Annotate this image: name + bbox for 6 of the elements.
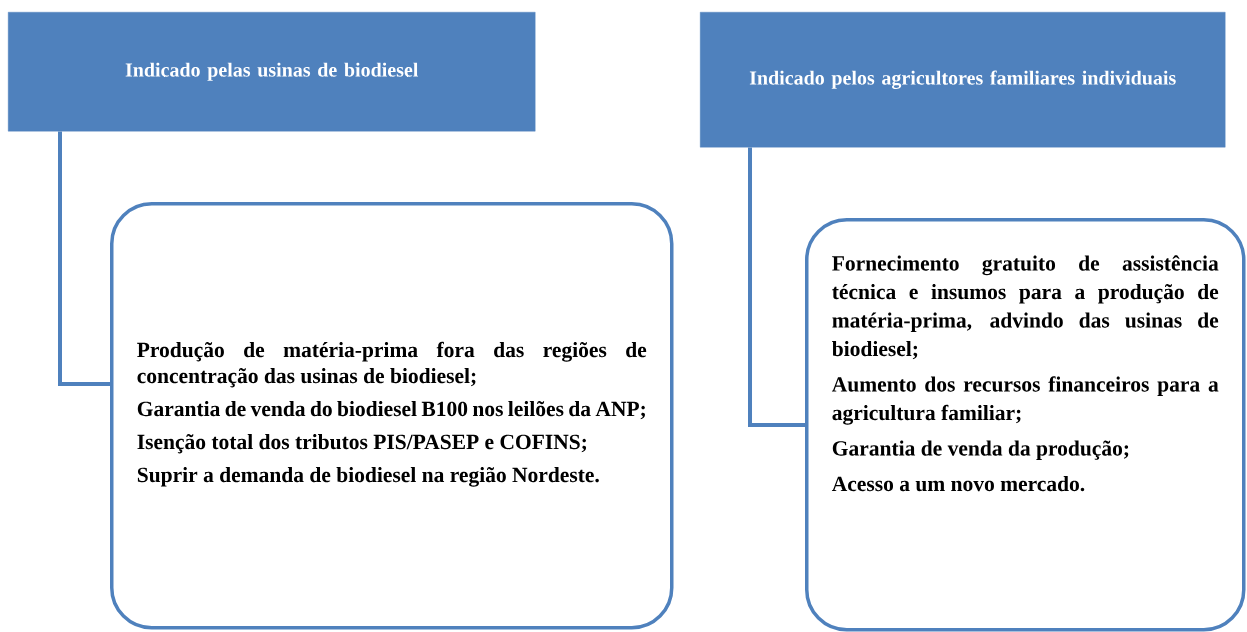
connector: [748, 147, 805, 427]
header-box: Indicado pelas usinas de biodiesel: [8, 12, 536, 132]
connector: [58, 131, 110, 386]
header-box: Indicado pelos agricultores familiares individuais: [700, 12, 1226, 148]
list-box: Fornecimento gratuito de assistência técnica e insumos para a produção de matéria-prima, advindo das usinas de biodiesel; Aumento dos recursos financeiros para a agricultura familiar; Garantia de venda da produção; Acesso a um novo mercado.: [805, 218, 1246, 632]
list-box: Produção de matéria-prima fora das regiões de concentração das usinas de biodiesel; Garantia de venda do biodiesel B100 nos leilões da ANP; Isenção total dos tributos PIS/PASEP e COFINS; Suprir a demanda de biodiesel na região Nordeste.: [110, 202, 674, 630]
